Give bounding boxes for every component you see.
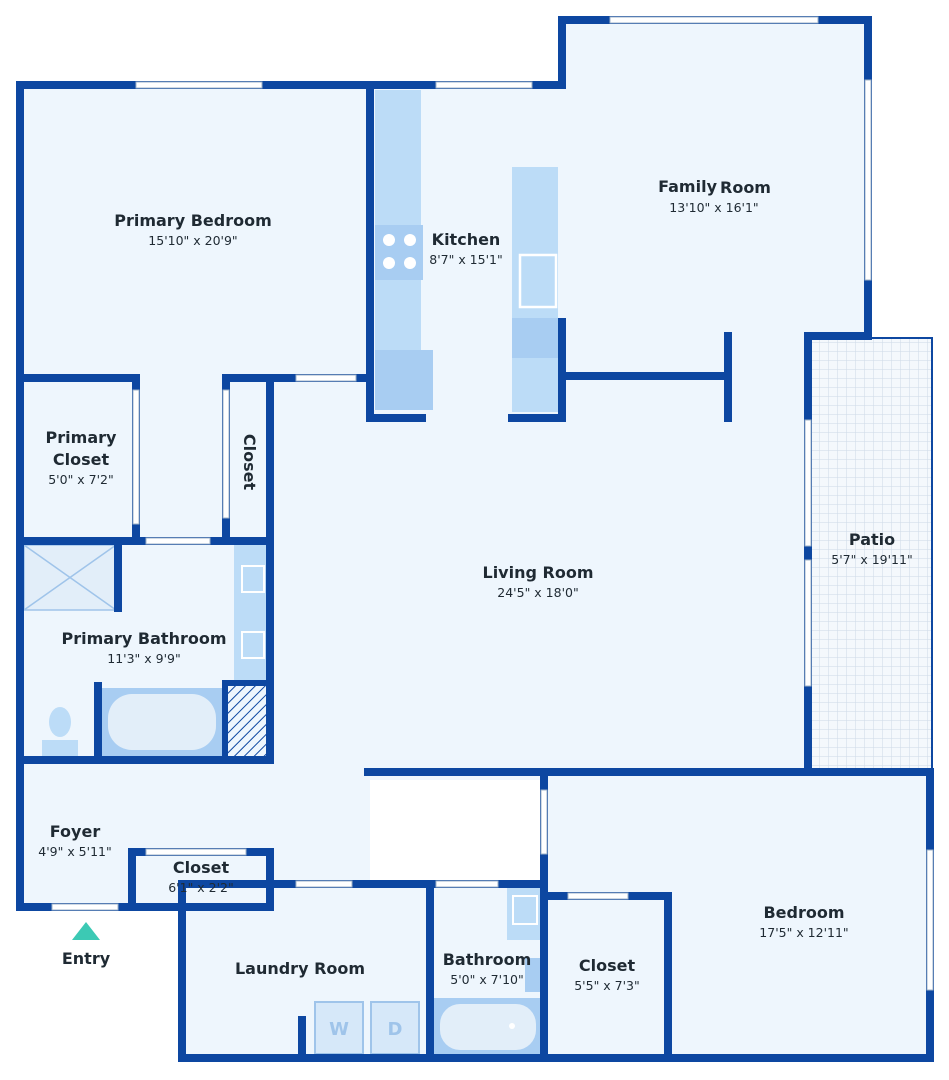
primary-bedroom-dims: 15'10" x 20'9" bbox=[148, 233, 237, 248]
patio-name: Patio bbox=[849, 530, 895, 549]
kitchen-sink bbox=[518, 253, 558, 309]
washer-label: W bbox=[329, 1019, 349, 1040]
living-room-dims: 24'5" x 18'0" bbox=[497, 585, 578, 600]
closet-vertical-name: Closet bbox=[240, 434, 259, 491]
linen-closet-hatched bbox=[228, 684, 268, 756]
family-room-name-a: Family bbox=[658, 177, 717, 196]
bedroom-name: Bedroom bbox=[763, 903, 844, 922]
bathroom-dims: 5'0" x 7'10" bbox=[450, 972, 523, 987]
living-room-name: Living Room bbox=[483, 563, 594, 582]
family-room-dims: 13'10" x 16'1" bbox=[669, 200, 758, 215]
family-room-name-b: Room bbox=[720, 178, 771, 197]
laundry-appliances: W D bbox=[314, 1001, 420, 1055]
bedroom-closet-name: Closet bbox=[579, 956, 636, 975]
primary-closet-dims: 5'0" x 7'2" bbox=[48, 472, 114, 487]
room-labels: Primary Bedroom 15'10" x 20'9" Kitchen 8… bbox=[38, 177, 912, 993]
foyer-closet-name: Closet bbox=[173, 858, 230, 877]
kitchen-name: Kitchen bbox=[432, 230, 501, 249]
toilet-small bbox=[525, 958, 543, 992]
primary-closet-name-1: Primary bbox=[46, 428, 117, 447]
dishwasher bbox=[512, 318, 558, 358]
primary-closet-name-2: Closet bbox=[53, 450, 110, 469]
foyer-closet-dims: 6'1" x 2'2" bbox=[168, 880, 234, 895]
entry-arrow-icon bbox=[72, 922, 100, 940]
dryer bbox=[370, 1001, 420, 1055]
bedroom-dims: 17'5" x 12'11" bbox=[759, 925, 848, 940]
laundry-room-name: Laundry Room bbox=[235, 959, 365, 978]
entry-label: Entry bbox=[62, 949, 111, 968]
primary-bathroom-dims: 11'3" x 9'9" bbox=[107, 651, 180, 666]
primary-bathroom-name: Primary Bathroom bbox=[61, 629, 226, 648]
bathroom-name: Bathroom bbox=[443, 950, 532, 969]
dryer-label: D bbox=[388, 1019, 403, 1040]
bathroom-fixtures bbox=[434, 888, 543, 1056]
patio-dims: 5'7" x 19'11" bbox=[831, 552, 912, 567]
bedroom-closet-dims: 5'5" x 7'3" bbox=[574, 978, 640, 993]
refrigerator bbox=[375, 350, 433, 410]
windows bbox=[51, 16, 934, 991]
primary-bedroom-name: Primary Bedroom bbox=[114, 211, 272, 230]
foyer-dims: 4'9" x 5'11" bbox=[38, 844, 111, 859]
washer bbox=[314, 1001, 364, 1055]
kitchen-dims: 8'7" x 15'1" bbox=[429, 252, 502, 267]
primary-bathroom-fixtures bbox=[23, 544, 268, 756]
cooktop bbox=[375, 225, 423, 280]
foyer-name: Foyer bbox=[50, 822, 101, 841]
toilet bbox=[49, 707, 71, 737]
kitchen-fixtures bbox=[375, 90, 558, 412]
